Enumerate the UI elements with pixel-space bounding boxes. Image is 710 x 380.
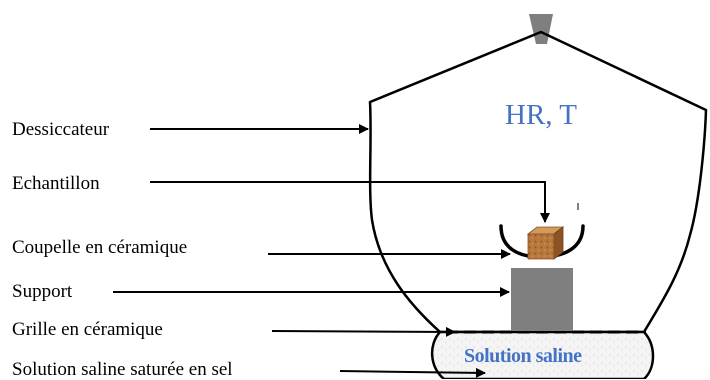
label-echantillon: Echantillon [12, 173, 100, 194]
arrow-solution [339, 367, 486, 378]
label-dessiccateur: Dessiccateur [12, 119, 110, 140]
label-support: Support [12, 281, 73, 302]
conditions-label: HR, T [505, 99, 577, 131]
solution-basin [431, 330, 655, 379]
label-grille: Grille en céramique [12, 319, 163, 340]
label-solution: Solution saline saturée en sel [12, 359, 233, 380]
label-coupelle: Coupelle en céramique [12, 237, 188, 258]
sample-cube [526, 226, 565, 260]
support-block [511, 268, 573, 331]
lid-knob [529, 14, 553, 44]
arrow-echantillon [150, 181, 550, 223]
solution-inner-label: Solution saline [464, 345, 582, 367]
arrow-grille [271, 326, 456, 337]
